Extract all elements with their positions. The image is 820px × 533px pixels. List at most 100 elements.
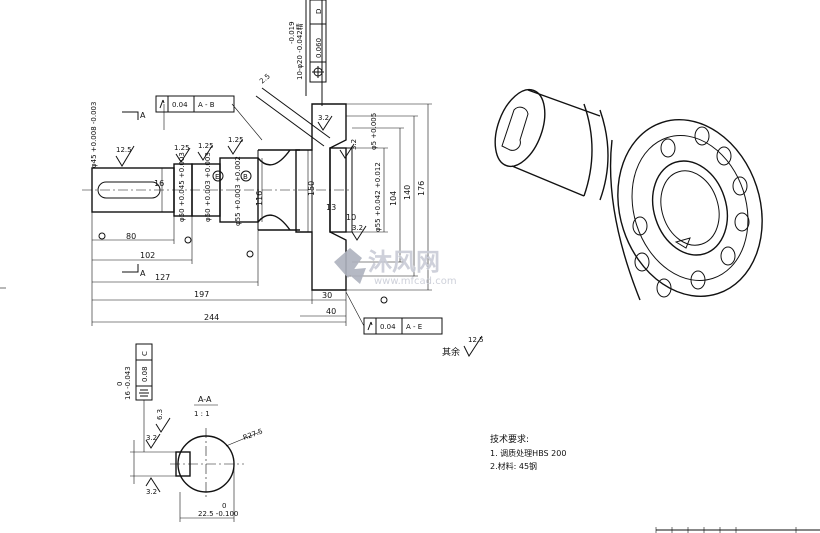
iso-flange-outer bbox=[617, 119, 763, 297]
remainder-value: 12.5 bbox=[468, 336, 484, 344]
bolt-hole-icon bbox=[634, 252, 650, 272]
datum-a-bottom: A bbox=[140, 269, 146, 278]
svg-text:3.2: 3.2 bbox=[352, 224, 363, 232]
roughness-4: 1.25 bbox=[227, 136, 244, 155]
remainder-label: 其余 bbox=[442, 346, 460, 358]
key-depth: 16 -0.043 bbox=[124, 366, 132, 400]
section-marker-a-top bbox=[122, 111, 139, 120]
datum-circle-1 bbox=[98, 232, 106, 240]
gdt-frame-top: 0.04 A - B bbox=[155, 95, 235, 113]
bolt-hole-icon bbox=[656, 278, 672, 298]
remainder-roughness: 其余 12.5 bbox=[442, 335, 484, 358]
dim-116: 116 bbox=[255, 191, 264, 206]
dim-chamfer: 2.5 bbox=[258, 72, 272, 85]
incline-hole-leader-2 bbox=[261, 87, 331, 139]
notes-line-2: 2.材料: 45钢 bbox=[490, 461, 537, 471]
notes-line-1: 1. 调质处理HBS 200 bbox=[490, 448, 566, 458]
roughness-1: 12.5 bbox=[115, 145, 135, 167]
svg-text:A - B: A - B bbox=[198, 101, 215, 109]
dim-140: 140 bbox=[403, 185, 412, 200]
aa-radius: R27.5 bbox=[242, 427, 264, 442]
datum-e-circle bbox=[212, 170, 224, 182]
remainder-symbol bbox=[463, 335, 483, 358]
datum-circle-2 bbox=[184, 236, 192, 244]
dim-104: 104 bbox=[389, 191, 398, 206]
roughness-5: 3.2 bbox=[317, 114, 333, 131]
datum-b-label: B bbox=[243, 173, 248, 181]
key-depth-0: 0 bbox=[116, 382, 124, 386]
symmetry-icon bbox=[139, 389, 149, 397]
isometric-view bbox=[494, 88, 763, 301]
svg-text:D: D bbox=[315, 9, 323, 14]
dim-150: 150 bbox=[307, 181, 316, 196]
notes-heading: 技术要求: bbox=[490, 433, 529, 445]
roughness-2: 1.25 bbox=[174, 144, 191, 163]
svg-text:12.5: 12.5 bbox=[116, 146, 132, 154]
dim-176: 176 bbox=[417, 181, 426, 196]
flange-bore bbox=[329, 147, 347, 233]
shaft-neck bbox=[257, 149, 291, 231]
iso-flange-rim bbox=[609, 139, 641, 301]
gdt-bottom-leader bbox=[345, 291, 365, 327]
section-marker-a-bottom bbox=[122, 264, 139, 273]
gdt-key-value: 0.08 bbox=[141, 366, 149, 382]
datum-a-top: A bbox=[140, 111, 146, 120]
dim-top-hole: 10-φ20 -0.042精 bbox=[295, 23, 304, 80]
gdt-top-leader-2 bbox=[231, 103, 263, 141]
bolt-hole-icon bbox=[690, 270, 706, 290]
dim-bore-55: φ55 +0.042 +0.012 bbox=[374, 162, 382, 232]
dim-30: 30 bbox=[322, 291, 332, 300]
bolt-hole-icon bbox=[732, 176, 748, 196]
iso-shaft-end bbox=[494, 88, 546, 168]
svg-text:1.25: 1.25 bbox=[174, 144, 190, 152]
svg-text:3.2: 3.2 bbox=[350, 139, 358, 150]
incline-hole-leader bbox=[255, 95, 325, 147]
roughness-10: 3.2 bbox=[145, 477, 161, 496]
dim-shaft-55: φ55 +0.003 +0.002 bbox=[234, 156, 242, 226]
datum-circle-3 bbox=[246, 250, 254, 258]
aa-width: 22.5 -0.100 bbox=[198, 510, 238, 518]
section-aa-view: A-A 1 : 1 0 22.5 -0.100 R27.5 16 -0.043 … bbox=[116, 343, 264, 522]
iso-flange-bore-inner bbox=[660, 170, 720, 246]
dim-40: 40 bbox=[326, 307, 336, 316]
gdt-key-datum: C bbox=[141, 351, 149, 356]
section-title: A-A bbox=[198, 395, 212, 404]
dim-shaft-50a: φ50 +0.045 +0.003 bbox=[178, 152, 186, 222]
roughness-7: 3.2 bbox=[339, 139, 358, 159]
svg-text:3.2: 3.2 bbox=[146, 488, 157, 496]
bolt-hole-icon bbox=[720, 246, 736, 266]
dim-244: 244 bbox=[204, 313, 219, 322]
dimension-labels: 80 102 127 197 244 30 40 16 116 150 13 1… bbox=[90, 21, 426, 322]
bore-lip bbox=[346, 147, 353, 233]
keyway-slot bbox=[97, 181, 161, 199]
dim-127: 127 bbox=[155, 273, 170, 282]
iso-flange-bolt-circle bbox=[631, 135, 749, 281]
dim-13: 13 bbox=[326, 203, 336, 212]
dim-bore-b: φ5 +0.005 bbox=[370, 113, 378, 150]
dim-shaft-50b: φ50 +0.003 +0.003 bbox=[204, 152, 212, 222]
svg-text:6.3: 6.3 bbox=[156, 409, 164, 420]
datum-e-label: E bbox=[215, 173, 219, 181]
dim-top-hole-tol: -0.019 bbox=[288, 21, 296, 44]
datum-circle-4 bbox=[380, 296, 388, 304]
roughness-8: 3.2 bbox=[145, 433, 161, 449]
datum-markers: A A E B bbox=[98, 111, 388, 304]
dim-197: 197 bbox=[194, 290, 209, 299]
technical-notes: 技术要求: 1. 调质处理HBS 200 2.材料: 45钢 bbox=[490, 433, 566, 471]
iso-flange-bore bbox=[651, 160, 729, 256]
iso-keyway bbox=[501, 106, 529, 151]
svg-text:3.2: 3.2 bbox=[146, 434, 157, 442]
iso-shaft-edges bbox=[511, 89, 601, 197]
dim-shaft-45: φ45 +0.008 -0.003 bbox=[90, 102, 98, 168]
dim-16: 16 bbox=[154, 179, 164, 188]
watermark-logo bbox=[334, 248, 366, 284]
bolt-hole-icon bbox=[716, 146, 732, 166]
title-block-edge bbox=[655, 527, 820, 533]
gdt-frame-top-hole: 0.060 D bbox=[309, 0, 327, 83]
bolt-hole-icon bbox=[660, 138, 676, 158]
roughness-6: 3.2 bbox=[351, 224, 367, 241]
iso-shaft-steps bbox=[583, 103, 609, 201]
gdt-frame-bottom: 0.04 A - E bbox=[363, 317, 443, 335]
svg-text:1.25: 1.25 bbox=[228, 136, 244, 144]
